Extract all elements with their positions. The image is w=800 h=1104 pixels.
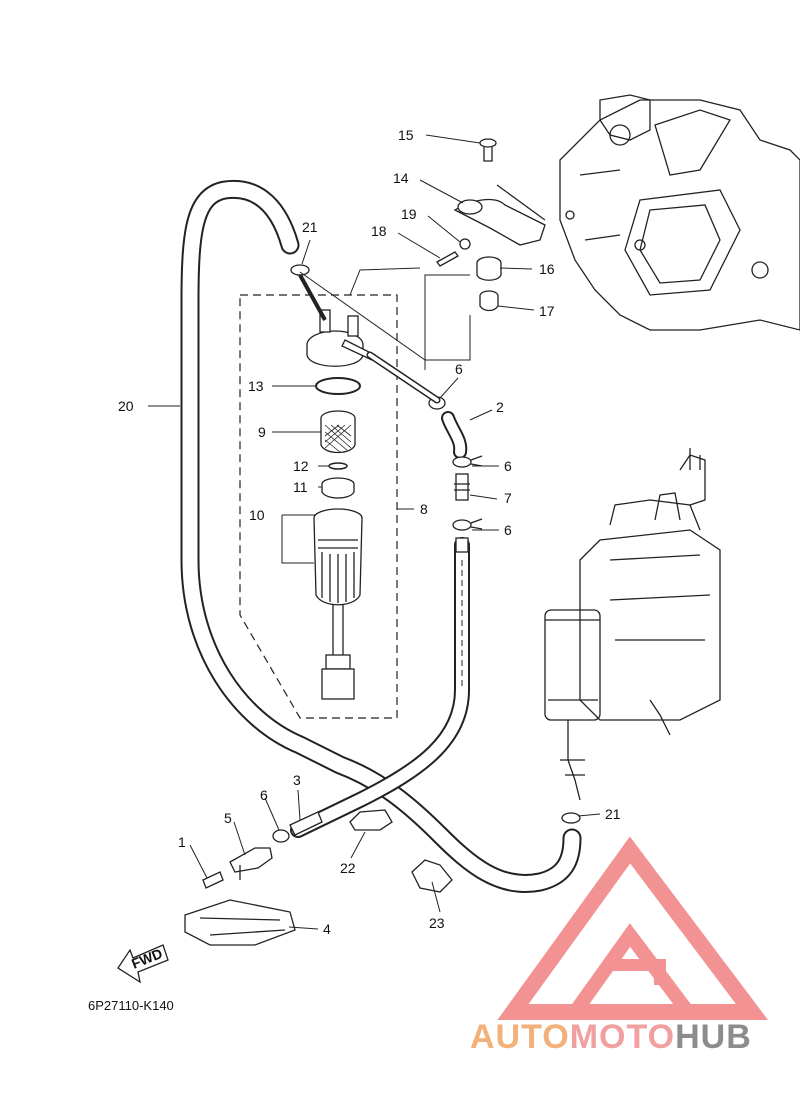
lower-parts [184,809,453,946]
callout-13: 13 [248,378,264,394]
part-callouts: 15 14 19 18 21 16 17 13 6 20 2 9 12 6 11… [118,127,621,937]
callout-6-mid: 6 [504,458,512,474]
watermark-logo [497,836,769,1020]
callout-6-bottom: 6 [260,787,268,803]
bracket-parts [436,138,546,312]
float-11 [321,477,355,499]
callout-14: 14 [393,170,409,186]
filter-head-drawing [306,309,376,367]
callout-17: 17 [539,303,555,319]
filter-element-9 [320,410,356,454]
filter-assembly-box [239,294,398,719]
callout-19: 19 [401,206,417,222]
filter-cup-10 [313,508,363,700]
fwd-arrow: FWD [117,944,169,984]
callout-21-top: 21 [302,219,318,235]
engine-block-drawing [559,94,800,331]
callout-10: 10 [249,507,265,523]
o-ring-13 [315,377,361,395]
callout-20: 20 [118,398,134,414]
callout-9: 9 [258,424,266,440]
callout-12: 12 [293,458,309,474]
callout-2: 2 [496,399,504,415]
callout-22: 22 [340,860,356,876]
watermark-hub: HUB [675,1018,752,1056]
callout-8: 8 [420,501,428,517]
callout-6-low: 6 [504,522,512,538]
clamp-21-upper [290,264,327,321]
callout-11: 11 [293,479,308,495]
callout-3: 3 [293,772,301,788]
callout-7: 7 [504,490,512,506]
watermark-moto: MOTO [569,1018,676,1056]
leader-lines [148,134,601,930]
watermark-auto: AUTO [470,1018,570,1056]
hose-2 [441,411,468,459]
callout-16: 16 [539,261,555,277]
callout-23: 23 [429,915,445,931]
callout-6-upper: 6 [455,361,463,377]
fuel-pump-module-drawing [544,448,721,801]
callout-4: 4 [323,921,331,937]
diagram-code: 6P27110-K140 [88,998,174,1013]
callout-1: 1 [178,834,186,850]
callout-21-bottom: 21 [605,806,621,822]
clip-12 [328,462,348,470]
callout-15: 15 [398,127,414,143]
callout-5: 5 [224,810,232,826]
callout-18: 18 [371,223,387,239]
clamp-21-lower [561,812,581,824]
watermark-text: AUTOMOTOHUB [470,1018,752,1057]
